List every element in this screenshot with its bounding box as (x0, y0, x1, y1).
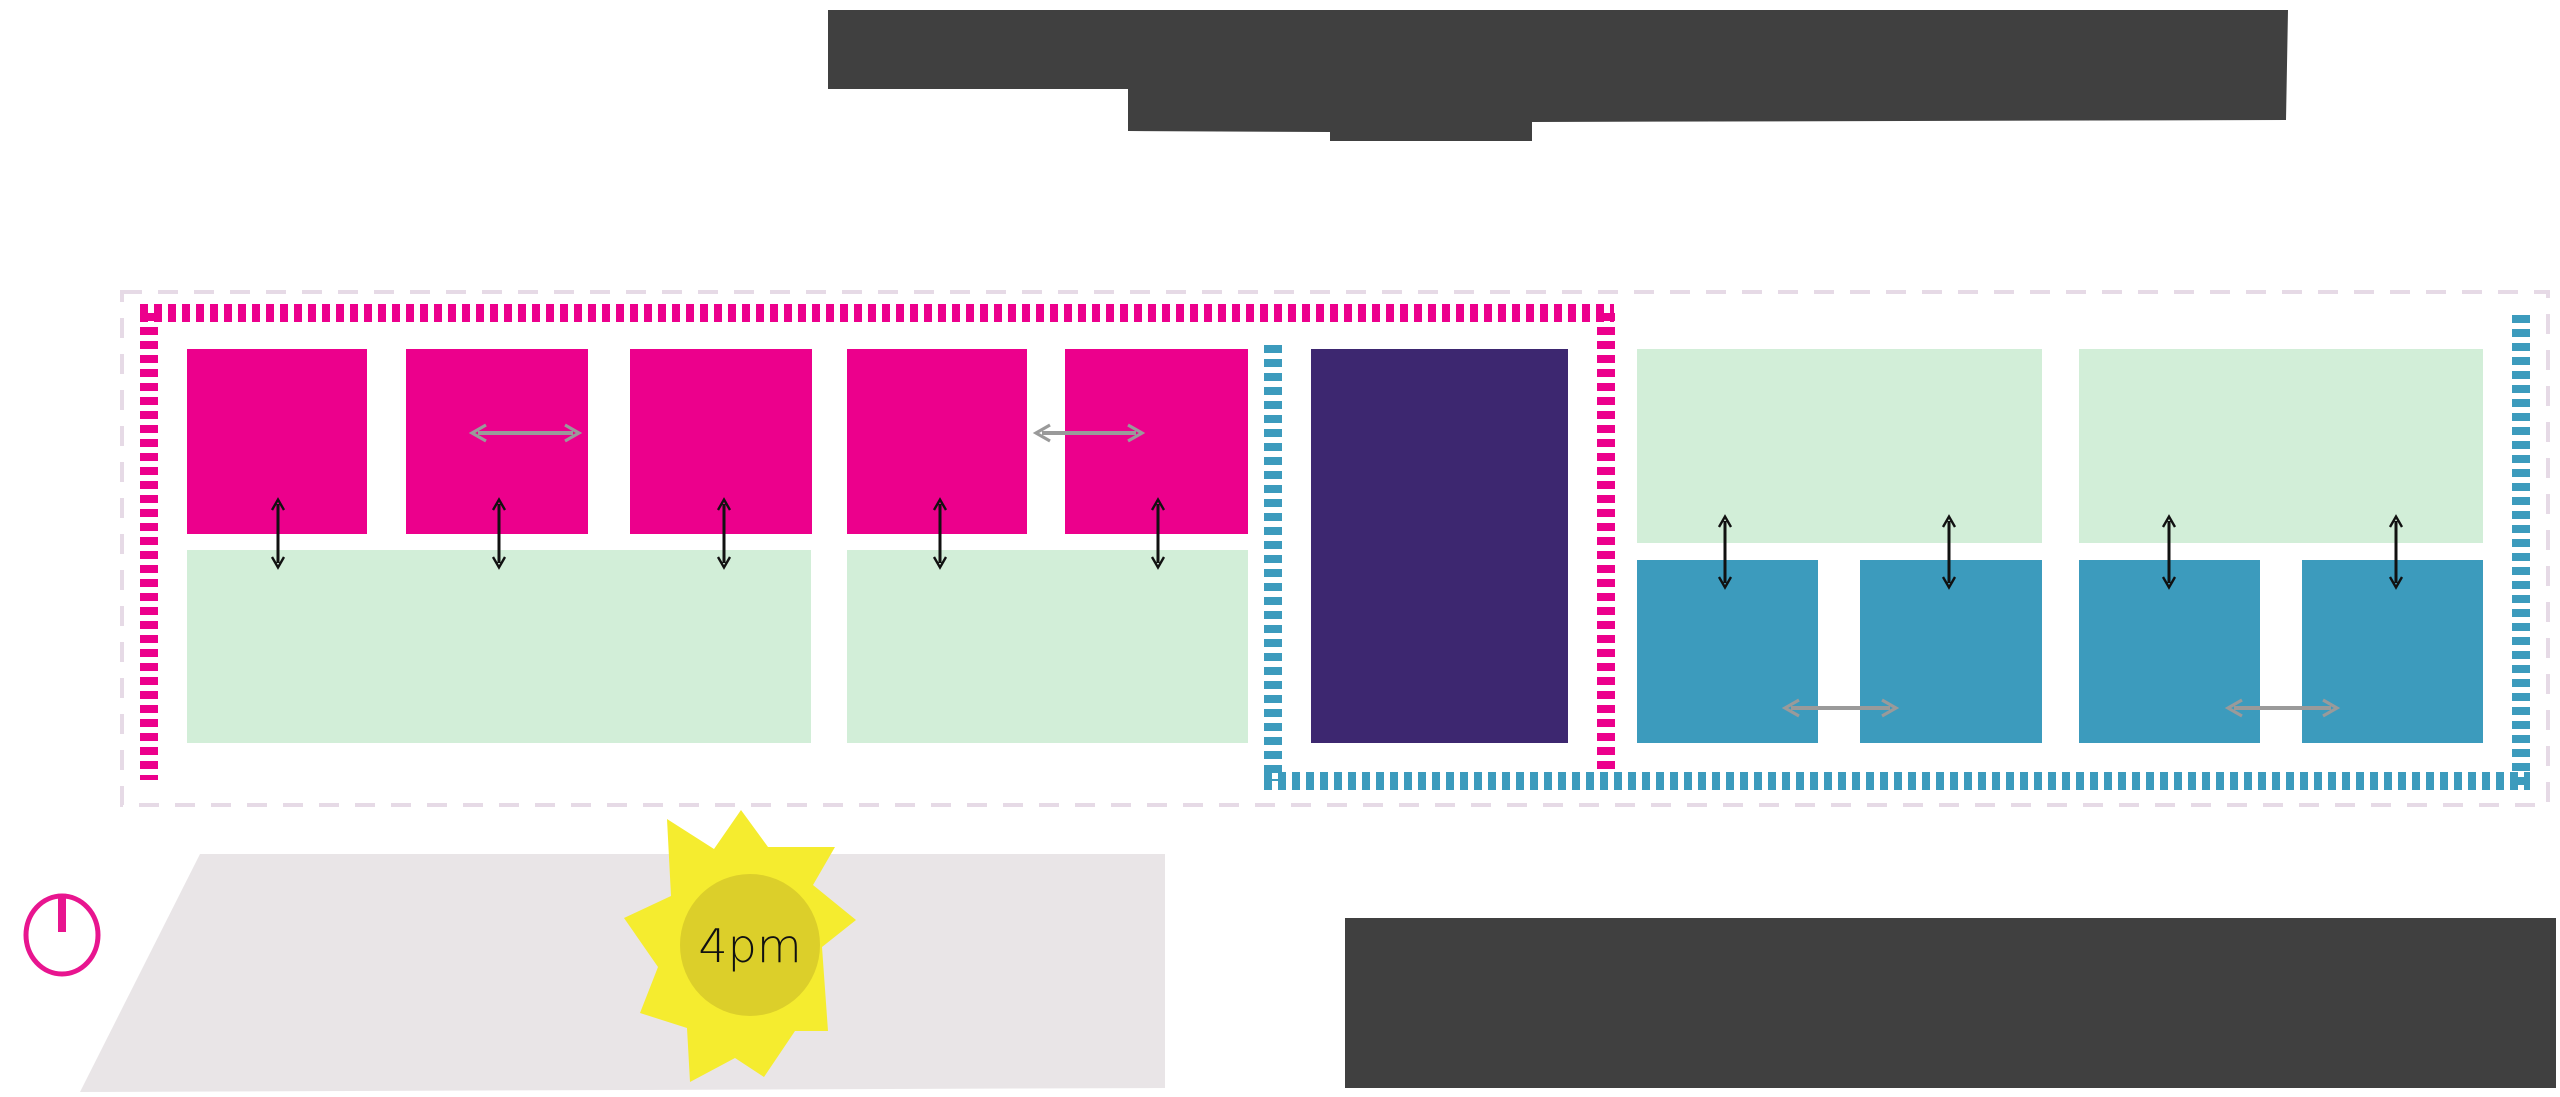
pink-box-4 (847, 349, 1027, 534)
blue-box-4 (2302, 560, 2483, 743)
sun-icon (624, 810, 856, 1082)
blue-box-1 (1637, 560, 1818, 743)
green-box-4 (2079, 349, 2483, 543)
outer-dashed-container (120, 290, 2550, 807)
blue-group-border (1264, 315, 2530, 790)
sun-time-label: 4pm (698, 919, 801, 973)
green-box-2 (847, 550, 1248, 743)
pink-box-2 (406, 349, 588, 534)
green-box-3 (1637, 349, 2042, 543)
pink-box-3 (630, 349, 812, 534)
bottom-dark-block (1345, 918, 2556, 1088)
pink-group-border (140, 304, 1615, 780)
top-dark-block (828, 10, 2288, 141)
power-icon[interactable] (23, 893, 101, 977)
pink-boxes (187, 349, 1248, 534)
floor-shape (80, 854, 1165, 1092)
blue-boxes (1637, 560, 2483, 743)
blue-box-3 (2079, 560, 2260, 743)
green-box-1 (187, 550, 811, 743)
blue-box-2 (1860, 560, 2042, 743)
purple-box (1311, 349, 1568, 743)
